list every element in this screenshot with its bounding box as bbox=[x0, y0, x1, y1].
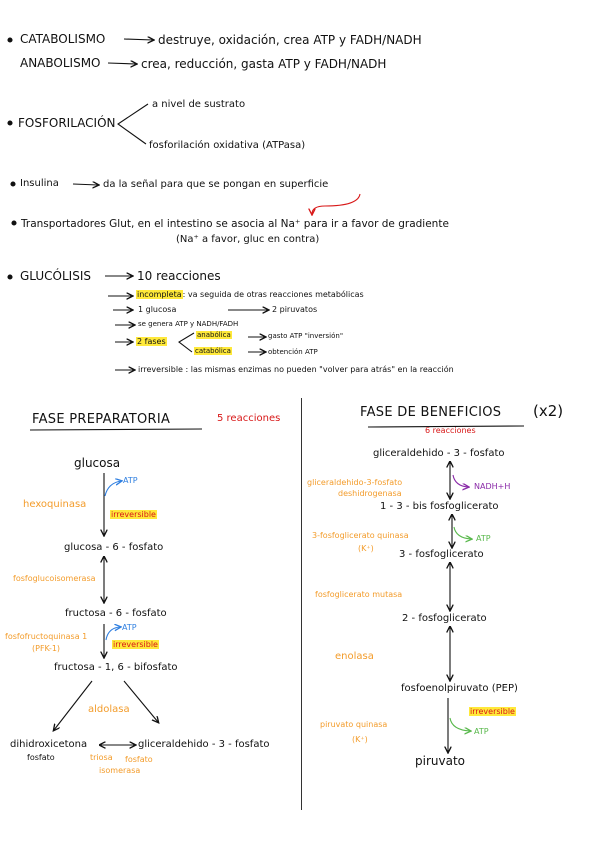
column-divider bbox=[301, 398, 303, 810]
insulina-desc: da la señal para que se pongan en superf… bbox=[103, 179, 329, 190]
piruvatos-count: 2 piruvatos bbox=[272, 305, 318, 314]
genera-note: se genera ATP y NADH/FADH bbox=[138, 320, 239, 328]
anabolismo-desc: crea, reducción, gasta ATP y FADH/NADH bbox=[141, 57, 387, 71]
pgk-label: 3-fosfoglicerato quinasa bbox=[312, 531, 409, 540]
aldolasa-label: aldolasa bbox=[88, 704, 130, 715]
irreversible-note: irreversible : las mismas enzimas no pue… bbox=[138, 365, 454, 374]
irreversible-1: irreversible bbox=[110, 510, 157, 519]
pk-k-label: (K⁺) bbox=[352, 735, 368, 744]
pfk-abbr-label: (PFK-1) bbox=[32, 644, 61, 653]
insulina-term: Insulina bbox=[20, 178, 59, 189]
catabolica-label: catabólica bbox=[194, 347, 232, 355]
fosforilacion-a: a nivel de sustrato bbox=[152, 99, 246, 110]
pep-node: fosfoenolpiruvato (PEP) bbox=[401, 683, 518, 694]
irreversible-right: irreversible bbox=[469, 707, 516, 716]
gapdh-label-2: deshidrogenasa bbox=[338, 489, 402, 498]
incompleta-highlight: incompleta bbox=[136, 290, 183, 299]
bullet-dot bbox=[10, 181, 16, 187]
anabolismo-term: ANABOLISMO bbox=[20, 56, 101, 70]
nadh-label: NADH+H bbox=[474, 482, 511, 491]
catabolica-desc: obtención ATP bbox=[268, 348, 318, 356]
fase-beneficios-title: FASE DE BENEFICIOS bbox=[360, 405, 502, 420]
anabolica-desc: gasto ATP "inversión" bbox=[268, 332, 344, 340]
irreversible-2: irreversible bbox=[112, 640, 159, 649]
anabolica-label: anabólica bbox=[196, 331, 232, 339]
bullet-dot bbox=[7, 37, 13, 43]
atp-right-1: ATP bbox=[476, 534, 491, 543]
g6p-node: glucosa - 6 - fosfato bbox=[64, 542, 164, 553]
glucolisis-term: GLUCÓLISIS bbox=[20, 269, 91, 283]
glucosa-count: 1 glucosa bbox=[138, 305, 177, 314]
bullet-dot bbox=[7, 274, 13, 280]
fosfoglucoisomerasa-label: fosfoglucoisomerasa bbox=[13, 574, 96, 583]
dhap-node: dihidroxicetona bbox=[10, 739, 88, 750]
bpg-node: 1 - 3 - bis fosfoglicerato bbox=[380, 501, 499, 512]
glucolisis-count: 10 reacciones bbox=[137, 269, 221, 283]
fase-preparatoria-title: FASE PREPARATORIA bbox=[32, 412, 171, 427]
multiplier: (x2) bbox=[533, 402, 564, 420]
triosa-fosfato-label: fosfato bbox=[125, 755, 153, 764]
atp-label-1: ATP bbox=[123, 476, 138, 485]
catabolismo-desc: destruye, oxidación, crea ATP y FADH/NAD… bbox=[158, 33, 422, 47]
piruvato-node: piruvato bbox=[415, 754, 465, 768]
hexoquinasa-label: hexoquinasa bbox=[23, 499, 87, 510]
left-count: 5 reacciones bbox=[217, 413, 281, 424]
bullet-dot bbox=[7, 120, 13, 126]
atp-label-2: ATP bbox=[122, 623, 137, 632]
pg3-node: 3 - fosfoglicerato bbox=[399, 549, 484, 560]
bullet-dot bbox=[11, 220, 17, 226]
pfk-label: fosfofructoquinasa 1 bbox=[5, 632, 88, 641]
triosa-label: triosa bbox=[90, 753, 113, 762]
catabolismo-term: CATABOLISMO bbox=[20, 32, 106, 46]
mutasa-label: fosfoglicerato mutasa bbox=[315, 590, 403, 599]
atp-right-2: ATP bbox=[474, 727, 489, 736]
f6p-node: fructosa - 6 - fosfato bbox=[65, 608, 167, 619]
fases-highlight: 2 fases bbox=[136, 337, 167, 346]
gapdh-label: gliceraldehido-3-fosfato bbox=[307, 478, 403, 487]
g3p-node-right: gliceraldehido - 3 - fosfato bbox=[373, 448, 505, 459]
triosa-isomerasa-label: isomerasa bbox=[99, 766, 141, 775]
dhap-fosfato: fosfato bbox=[27, 753, 55, 762]
incompleta-desc: : va seguida de otras reacciones metaból… bbox=[182, 290, 364, 299]
pk-label: piruvato quinasa bbox=[320, 720, 388, 729]
right-count: 6 reacciones bbox=[425, 426, 476, 435]
fosforilacion-b: fosforilación oxidativa (ATPasa) bbox=[149, 140, 306, 151]
g3p-node-left: gliceraldehido - 3 - fosfato bbox=[138, 739, 270, 750]
pg2-node: 2 - fosfoglicerato bbox=[402, 613, 487, 624]
fosforilacion-term: FOSFORILACIÓN bbox=[18, 116, 116, 130]
enolasa-label: enolasa bbox=[335, 651, 374, 662]
transportadores-line1: Transportadores Glut, en el intestino se… bbox=[21, 218, 449, 230]
pgk-k-label: (K⁺) bbox=[358, 544, 374, 553]
transportadores-line2: (Na⁺ a favor, gluc en contra) bbox=[176, 234, 320, 245]
f16bp-node: fructosa - 1, 6 - bifosfato bbox=[54, 662, 178, 673]
glucosa-node: glucosa bbox=[74, 456, 121, 470]
